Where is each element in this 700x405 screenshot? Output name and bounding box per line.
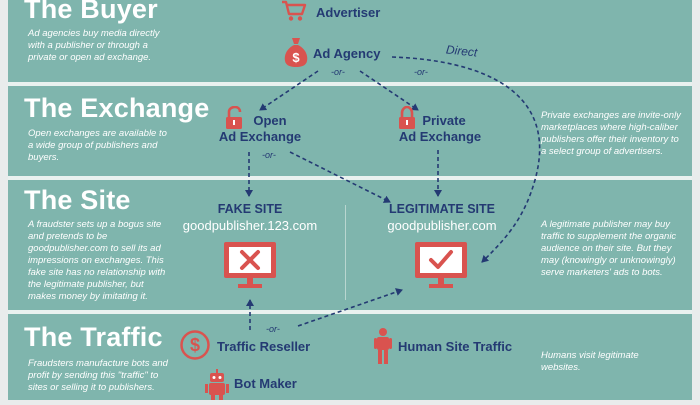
divider — [8, 82, 692, 86]
legit-site-name: LEGITIMATE SITE — [388, 202, 496, 216]
shopping-cart-icon — [281, 0, 307, 22]
svg-text:$: $ — [292, 50, 300, 65]
dollar-coin-icon: $ — [180, 330, 210, 360]
human-traffic-label: Human Site Traffic — [398, 339, 513, 354]
fake-site-url: goodpublisher.123.com — [182, 218, 318, 233]
monitor-check-icon — [413, 240, 469, 290]
unlocked-padlock-icon — [224, 105, 244, 130]
section-title-buyer: The Buyer — [24, 0, 158, 24]
divider — [8, 176, 692, 180]
buyer-band — [8, 0, 692, 82]
locked-padlock-icon — [397, 105, 417, 130]
ad-agency-label: Ad Agency — [313, 46, 381, 61]
exchange-right-description: Private exchanges are invite-only market… — [541, 110, 681, 157]
bot-maker-label: Bot Maker — [234, 376, 297, 391]
exchange-description: Open exchanges are available to a wide g… — [28, 128, 167, 163]
buyer-description: Ad agencies buy media directly with a pu… — [28, 28, 160, 63]
section-title-exchange: The Exchange — [24, 93, 210, 123]
open-exchange-line2: Ad Exchange — [218, 129, 302, 144]
traffic-reseller-label: Traffic Reseller — [217, 339, 311, 354]
fake-site-name: FAKE SITE — [217, 202, 283, 216]
divider — [8, 310, 692, 314]
site-description: A fraudster sets up a bogus site and pre… — [28, 219, 166, 302]
person-icon — [374, 328, 392, 364]
site-band — [8, 176, 692, 310]
arrow-agency-to-private — [359, 70, 419, 111]
private-exchange-line1: Private — [422, 113, 466, 128]
private-exchange-line2: Ad Exchange — [398, 129, 482, 144]
or-label-buyer-right: -or- — [414, 67, 428, 77]
section-title-traffic: The Traffic — [24, 322, 163, 352]
robot-icon — [205, 369, 229, 400]
section-title-site: The Site — [24, 185, 131, 215]
open-exchange-label: Open Ad Exchange — [210, 113, 310, 145]
exchange-band — [8, 82, 692, 176]
arrow-reseller-to-legit — [297, 288, 403, 327]
advertiser-label: Advertiser — [316, 5, 381, 20]
private-exchange-label: Private Ad Exchange — [390, 113, 490, 145]
monitor-x-icon — [222, 240, 278, 290]
traffic-right-description: Humans visit legitimate websites. — [541, 350, 639, 373]
arrow-agency-to-open — [259, 70, 319, 111]
arrow-direct — [391, 56, 541, 263]
or-label-exchange: -or- — [262, 150, 276, 160]
traffic-band — [8, 310, 692, 400]
open-exchange-line1: Open — [253, 113, 287, 128]
or-label-traffic: -or- — [266, 324, 280, 334]
svg-text:$: $ — [190, 335, 200, 355]
or-label-buyer-left: -or- — [331, 67, 345, 77]
site-separator — [345, 205, 346, 300]
money-bag-icon: $ — [283, 36, 309, 68]
traffic-description: Fraudsters manufacture bots and profit b… — [28, 358, 168, 393]
site-right-description: A legitimate publisher may buy traffic t… — [541, 219, 677, 278]
arrow-open-to-legit — [289, 151, 391, 203]
legit-site-url: goodpublisher.com — [387, 218, 497, 233]
